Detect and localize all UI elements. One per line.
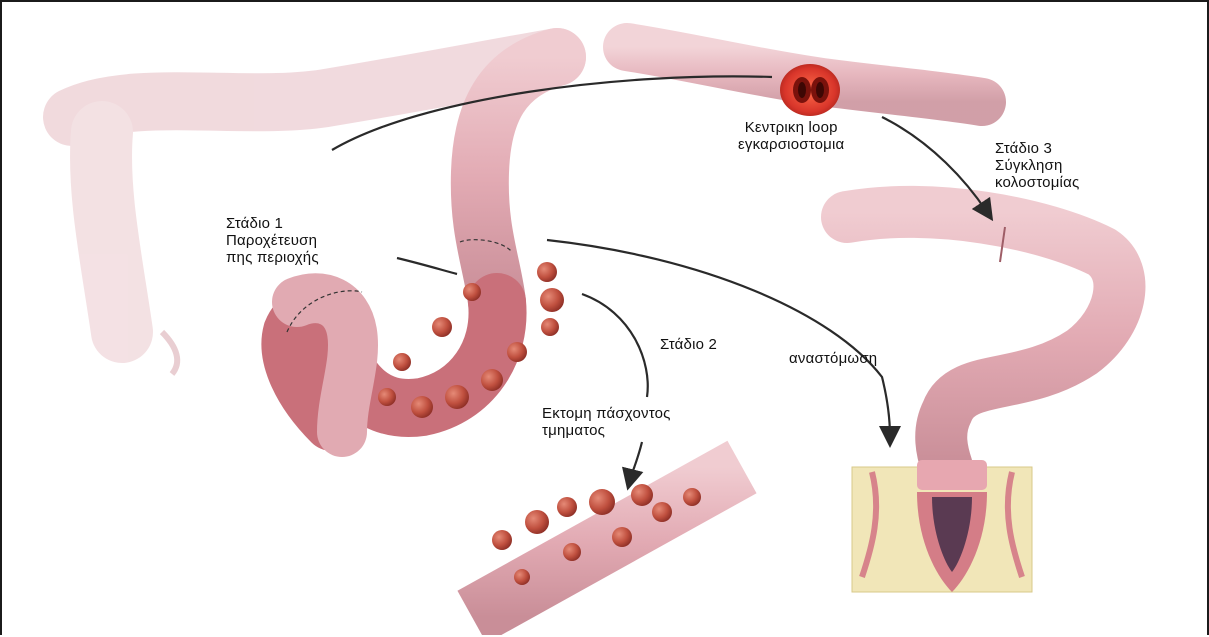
arrow-stage1: [397, 258, 457, 274]
transverse-colon-stoma-segment: [627, 47, 982, 116]
arrow-stage2: [582, 294, 648, 397]
label-excision: Εκτομη πάσχοντος τμηματος: [542, 405, 671, 439]
label-stage3: Στάδιο 3 Σύγκληση κολοστομίας: [995, 140, 1079, 191]
reconnected-colon: [847, 212, 1119, 467]
label-stage1: Στάδιο 1 Παροχέτευση πης περιοχής: [226, 215, 319, 266]
label-stage2: Στάδιο 2: [660, 336, 717, 353]
label-anastomosis: αναστόμωση: [789, 350, 877, 367]
pelvis: [852, 460, 1032, 592]
arrow-excision: [630, 442, 642, 480]
label-center-loop: Κεντρικη loop εγκαρσιοστομια: [738, 119, 844, 153]
excised-segment: [472, 467, 742, 617]
